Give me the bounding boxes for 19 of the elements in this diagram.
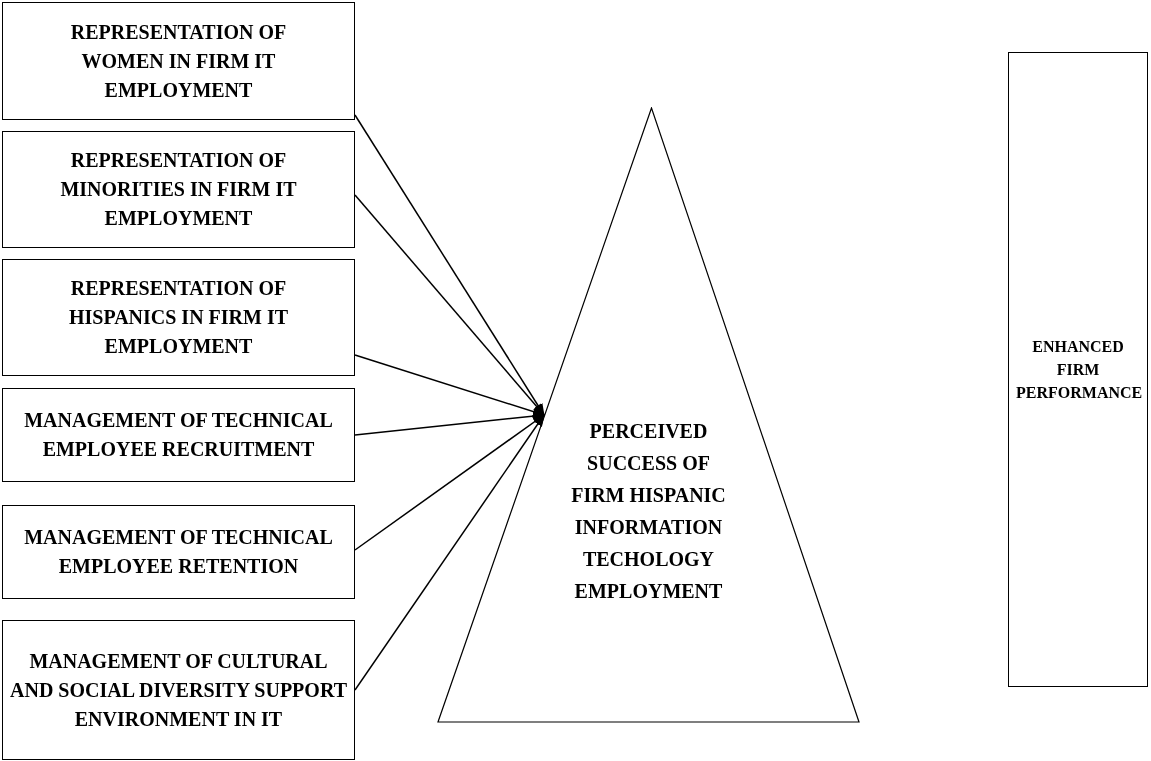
node-text: PERCEIVED SUCCESS OF FIRM HISPANIC INFORMATION TECHOLOGY EMPLOYMENT [570, 419, 727, 604]
text-box [2, 505, 355, 599]
box-text: REPRESENTATION OF MINORITIES IN FIRM IT EMPLOYMENT [59, 148, 298, 231]
text-box [2, 259, 355, 376]
box-text: MANAGEMENT OF TECHNICAL EMPLOYEE RECRUITMENT [23, 408, 334, 462]
text-box [2, 131, 355, 248]
triangle-shape [437, 107, 860, 723]
arrow [354, 414, 545, 551]
box-text: REPRESENTATION OF HISPANICS IN FIRM IT EMPLOYMENT [67, 276, 290, 359]
arrow [354, 411, 545, 436]
arrow [354, 414, 545, 691]
box-text: MANAGEMENT OF CULTURAL AND SOCIAL DIVERSITY SUPPORT ENVIRONMENT IN IT [9, 648, 348, 732]
text-box [1008, 52, 1148, 687]
box-text: ENHANCED FIRM PERFORMANCE [1016, 336, 1140, 404]
box-text: REPRESENTATION OF WOMEN IN FIRM IT EMPLOYMENT [69, 19, 288, 103]
text-box [2, 2, 355, 120]
text-box [2, 620, 355, 760]
box-text: MANAGEMENT OF TECHNICAL EMPLOYEE RETENTION [23, 525, 334, 579]
text-box [2, 388, 355, 482]
